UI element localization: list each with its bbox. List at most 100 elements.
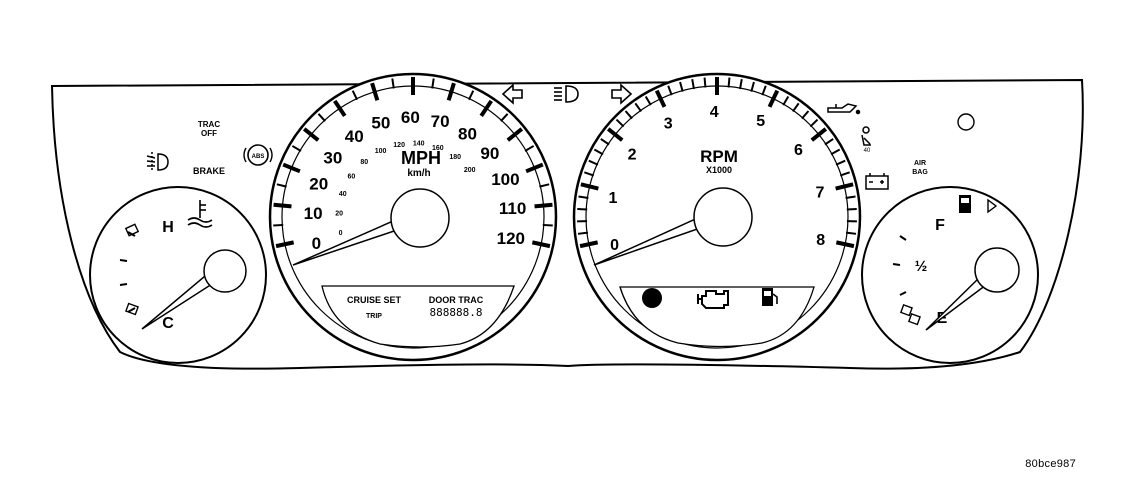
minor-tick — [809, 118, 819, 128]
tach-label: 6 — [794, 142, 803, 159]
major-tick — [333, 99, 347, 117]
coolant-temp-icon — [187, 200, 213, 228]
battery-icon — [865, 173, 889, 190]
tach-label: 2 — [628, 146, 637, 163]
tachometer-unit-rpm: RPM — [700, 147, 738, 166]
minor-tick — [468, 90, 475, 101]
minor-tick — [801, 110, 810, 120]
abs-icon-label: ABS — [252, 154, 265, 160]
trip-indicator: TRIP — [366, 313, 382, 320]
speed-kmh-label: 80 — [360, 159, 368, 166]
speed-kmh-label: 180 — [449, 154, 461, 161]
speedometer-needle-hub — [390, 188, 450, 248]
speed-mph-label: 40 — [345, 127, 364, 146]
minor-tick — [583, 171, 595, 177]
minor-tick — [588, 159, 599, 166]
tachometer-needle-hub — [693, 187, 753, 247]
minor-tick — [846, 207, 857, 211]
speedometer-unit-kmh: km/h — [407, 168, 430, 179]
major-tick — [534, 202, 553, 209]
speed-mph-label: 50 — [371, 113, 390, 132]
speed-kmh-label: 0 — [339, 230, 343, 237]
minor-tick — [750, 81, 755, 92]
speed-kmh-label: 20 — [335, 210, 343, 217]
headlamp-high-beam-icon — [554, 85, 579, 103]
tachometer-ticks — [577, 77, 857, 249]
speed-mph-label: 10 — [304, 204, 323, 223]
speedometer-display-window — [321, 285, 515, 348]
abs-icon: ABS — [243, 144, 273, 166]
minor-tick — [792, 102, 800, 113]
brake-warning-label: BRAKE — [193, 166, 225, 176]
tach-label: 7 — [815, 184, 824, 201]
speed-mph-label: 30 — [323, 148, 342, 167]
speed-mph-label: 70 — [431, 112, 450, 131]
speed-kmh-label: 40 — [339, 191, 347, 198]
minor-tick — [615, 118, 625, 128]
fuel-needle-hub — [974, 247, 1020, 293]
seatbelt-icon: 40 — [861, 126, 871, 154]
fuel-empty-marker — [899, 303, 913, 317]
fuel-half-label: ½ — [915, 258, 928, 275]
tachometer-unit-x1000: X1000 — [706, 165, 732, 175]
fuel-pump-icon — [762, 288, 778, 306]
major-tick — [446, 82, 456, 101]
speedometer-ticks — [273, 77, 553, 249]
door-trac-indicator: DOOR TRAC — [429, 295, 484, 305]
speed-kmh-label: 100 — [375, 148, 387, 155]
trac-off-label-line1: TRAC — [198, 120, 220, 129]
minor-tick — [577, 231, 589, 235]
speed-mph-label: 110 — [499, 199, 526, 218]
minor-tick — [667, 85, 673, 96]
door-ajar-icon — [642, 288, 662, 308]
odometer-display: 888888.8 — [430, 306, 483, 319]
speed-kmh-label: 200 — [464, 167, 476, 174]
minor-tick — [761, 85, 767, 96]
speed-mph-label: 60 — [401, 108, 420, 127]
minor-tick — [845, 231, 857, 235]
minor-tick — [351, 90, 358, 101]
major-tick — [282, 162, 301, 174]
warning-lamp-indicator — [957, 113, 975, 131]
major-tick — [506, 127, 524, 142]
temp-hot-label: H — [162, 219, 174, 236]
fuel-full-label: F — [935, 217, 945, 234]
minor-tick — [273, 223, 284, 227]
fuel-gauge-ticks — [892, 235, 907, 296]
fuel-gauge-pump-icon — [959, 195, 998, 214]
speed-mph-label: 100 — [491, 170, 519, 189]
minor-tick — [431, 78, 435, 89]
minor-tick — [391, 78, 395, 89]
major-tick — [606, 127, 624, 142]
tach-label: 3 — [664, 116, 673, 133]
speed-mph-label: 90 — [480, 144, 499, 163]
cruise-set-indicator: CRUISE SET — [347, 295, 402, 305]
speed-mph-label: 20 — [309, 175, 328, 194]
speed-kmh-label: 120 — [393, 142, 405, 149]
minor-tick — [291, 145, 302, 152]
check-engine-icon — [697, 290, 729, 309]
major-tick — [579, 240, 599, 249]
speed-mph-label: 0 — [312, 234, 321, 253]
minor-tick — [500, 113, 509, 122]
tach-label: 1 — [608, 190, 617, 207]
minor-tick — [578, 195, 589, 199]
airbag-label-line1: AIR — [914, 160, 926, 167]
speed-mph-label: 80 — [458, 124, 477, 143]
minor-tick — [727, 77, 731, 88]
minor-tick — [624, 110, 633, 120]
minor-tick — [593, 148, 604, 156]
minor-tick — [845, 195, 856, 199]
major-tick — [525, 162, 544, 174]
tach-label: 8 — [816, 232, 825, 249]
speed-kmh-label: 140 — [413, 141, 425, 148]
major-tick — [654, 89, 667, 108]
major-tick — [810, 127, 828, 142]
speed-kmh-label: 60 — [347, 174, 355, 181]
speedometer-unit-mph: MPH — [401, 148, 441, 168]
airbag-label-line2: BAG — [912, 169, 928, 176]
